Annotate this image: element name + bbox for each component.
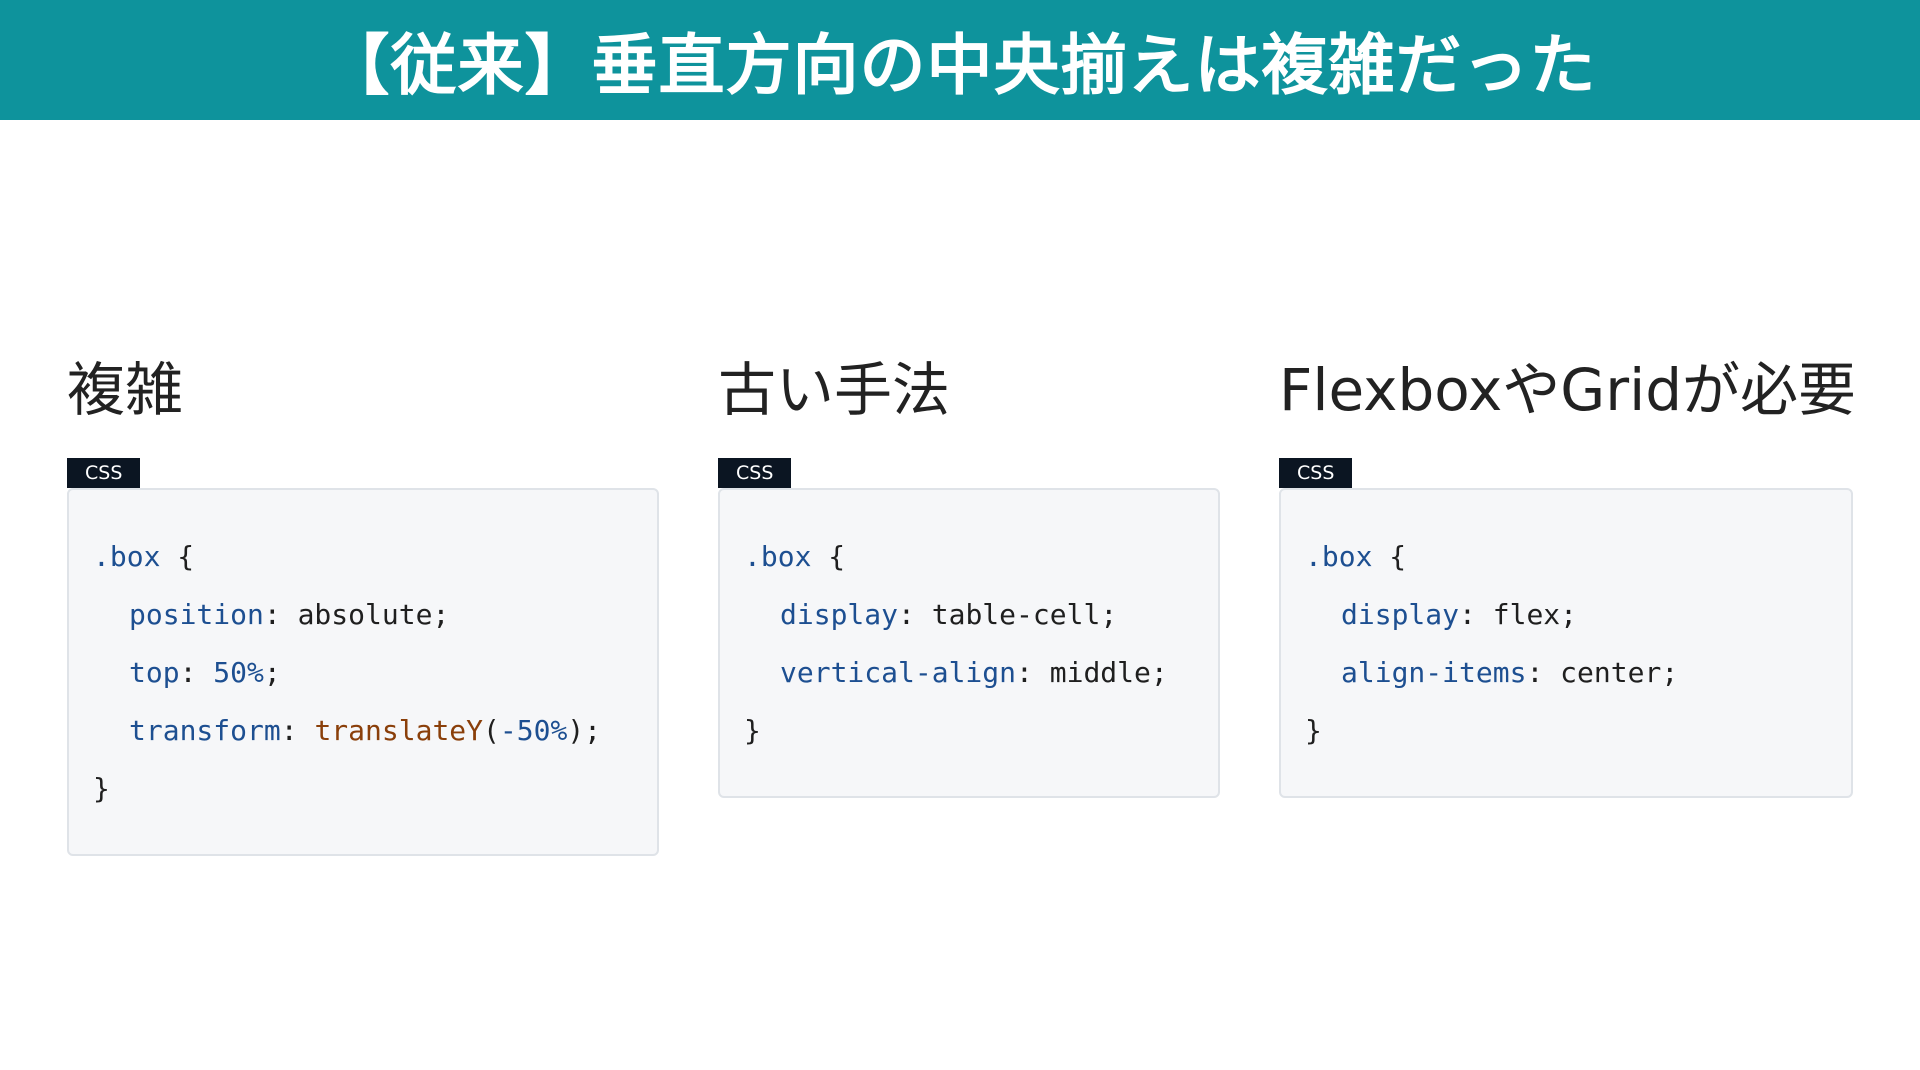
code-function: translateY <box>314 714 484 747</box>
column-title: FlexboxやGridが必要 <box>1279 356 1857 424</box>
code-selector: .box <box>93 540 161 573</box>
code-line: display: flex; <box>1341 598 1578 631</box>
header-bar: 【従来】垂直方向の中央揃えは複雑だった <box>0 0 1920 120</box>
code-brace-close: } <box>93 772 110 805</box>
code-block: .box { position: absolute; top: 50%; tra… <box>67 488 659 856</box>
code-line: top: 50%; <box>129 656 281 689</box>
code-value: absolute <box>297 598 433 631</box>
code-line: } <box>744 702 1218 760</box>
code-number: -50% <box>499 714 568 747</box>
code-block: .box { display: table-cell; vertical-ali… <box>718 488 1220 798</box>
code-property: transform <box>129 714 281 747</box>
code-value: center <box>1560 656 1662 689</box>
slide-title: 【従来】垂直方向の中央揃えは複雑だった <box>323 27 1597 104</box>
language-tag: CSS <box>1279 458 1353 488</box>
code-selector: .box <box>1305 540 1373 573</box>
column-old-method: 古い手法 CSS .box { display: table-cell; ver… <box>718 350 1220 798</box>
code-block: .box { display: flex; align-items: cente… <box>1279 488 1853 798</box>
code-property: display <box>780 598 899 631</box>
code-line: .box { <box>1305 528 1851 586</box>
code-property: display <box>1341 598 1460 631</box>
code-property: top <box>129 656 180 689</box>
code-property: vertical-align <box>780 656 1017 689</box>
code-line: .box { <box>93 528 657 586</box>
code-line: display: table-cell; <box>780 598 1118 631</box>
code-brace-close: } <box>1305 714 1322 747</box>
column-flexbox-grid: FlexboxやGridが必要 CSS .box { display: flex… <box>1279 350 1857 798</box>
code-line: } <box>1305 702 1851 760</box>
code-line: transform: translateY(-50%); <box>129 714 602 747</box>
column-title: 複雑 <box>67 356 184 424</box>
code-line: .box { <box>744 528 1218 586</box>
code-brace-open: { <box>1389 540 1407 573</box>
code-selector: .box <box>744 540 812 573</box>
code-property: position <box>129 598 264 631</box>
column-complex: 複雑 CSS .box { position: absolute; top: 5… <box>67 350 659 856</box>
code-value: table-cell <box>931 598 1101 631</box>
code-number: 50% <box>213 656 264 689</box>
code-property: align-items <box>1341 656 1527 689</box>
code-line: align-items: center; <box>1341 656 1679 689</box>
language-tag: CSS <box>718 458 792 488</box>
code-value: flex <box>1492 598 1561 631</box>
code-line: vertical-align: middle; <box>780 656 1168 689</box>
column-title: 古い手法 <box>718 356 951 424</box>
code-line: } <box>93 760 657 818</box>
language-tag: CSS <box>67 458 141 488</box>
code-value: middle <box>1049 656 1151 689</box>
code-brace-close: } <box>744 714 761 747</box>
code-brace-open: { <box>828 540 846 573</box>
code-line: position: absolute; <box>129 598 450 631</box>
code-brace-open: { <box>177 540 195 573</box>
